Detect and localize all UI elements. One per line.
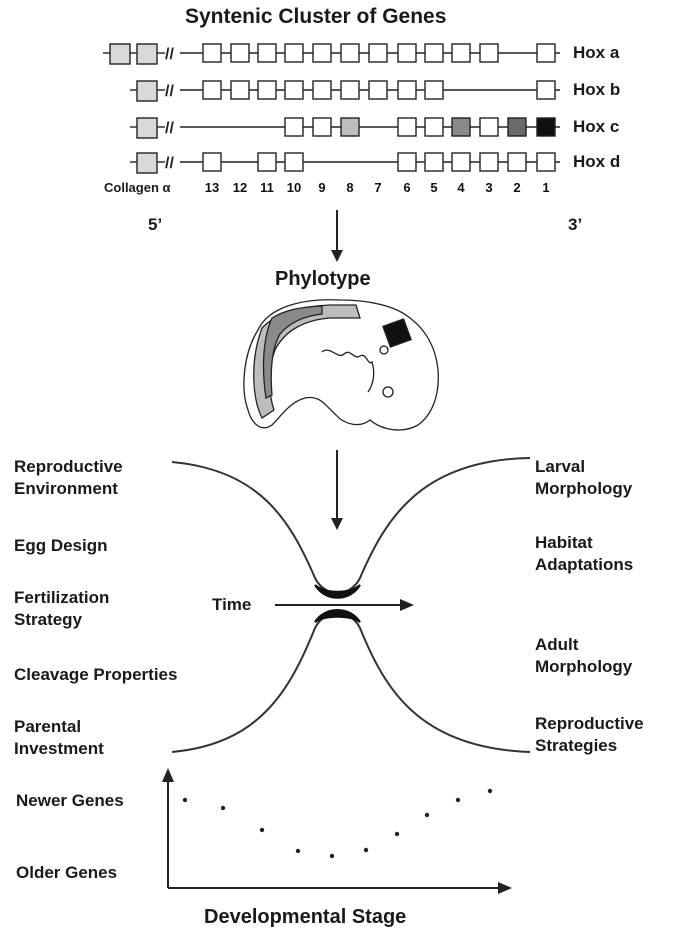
embryo-illustration — [244, 300, 438, 430]
phylotype-arrow — [331, 450, 343, 530]
hox-b-label: Hox b — [573, 79, 620, 101]
older-genes-label: Older Genes — [16, 862, 117, 884]
left-label-reproductive-environment: Reproductive Environment — [14, 456, 123, 500]
gene-number-13: 13 — [200, 180, 224, 195]
gene-number-1: 1 — [534, 180, 558, 195]
cluster-arrow — [331, 210, 343, 262]
five-prime-label: 5’ — [148, 214, 162, 236]
hox-d-row: // — [130, 153, 560, 173]
collagen-box — [110, 44, 130, 64]
gene-number-5: 5 — [422, 180, 446, 195]
gene-box-9 — [313, 44, 331, 62]
gene-number-11: 11 — [255, 180, 279, 195]
svg-text://: // — [165, 83, 174, 100]
gene-box-11 — [258, 44, 276, 62]
newer-genes-label: Newer Genes — [16, 790, 124, 812]
gene-box-10 — [285, 44, 303, 62]
gene-box-3 — [480, 44, 498, 62]
left-label-cleavage-properties: Cleavage Properties — [14, 664, 177, 686]
svg-text://: // — [165, 155, 174, 172]
gene-number-10: 10 — [282, 180, 306, 195]
time-arrow — [275, 599, 414, 611]
gene-box-12 — [231, 44, 249, 62]
collagen-box — [137, 153, 157, 173]
gene-number-7: 7 — [366, 180, 390, 195]
gene-box-5 — [425, 44, 443, 62]
left-label-fertilization-strategy: Fertilization Strategy — [14, 587, 109, 631]
gene-box-8 — [341, 44, 359, 62]
gene-box-13 — [203, 44, 221, 62]
hox-a-row: // — [103, 44, 560, 64]
phylotype-label: Phylotype — [275, 268, 371, 290]
right-label-habitat-adaptations: Habitat Adaptations — [535, 532, 633, 576]
left-label-parental-investment: Parental Investment — [14, 716, 104, 760]
right-label-larval-morphology: Larval Morphology — [535, 456, 632, 500]
hox-c-label: Hox c — [573, 116, 619, 138]
collagen-box — [137, 44, 157, 64]
gene-number-4: 4 — [449, 180, 473, 195]
gene-box-7 — [369, 44, 387, 62]
gene-age-axes — [162, 768, 512, 894]
gene-box-4 — [452, 44, 470, 62]
diagram-title: Syntenic Cluster of Genes — [185, 6, 446, 28]
svg-text://: // — [165, 46, 174, 63]
hox-a-label: Hox a — [573, 42, 619, 64]
gene-box-6 — [398, 44, 416, 62]
gene-box-1 — [537, 44, 555, 62]
gene-number-8: 8 — [338, 180, 362, 195]
collagen-box — [137, 81, 157, 101]
svg-text://: // — [165, 120, 174, 137]
gene-number-12: 12 — [228, 180, 252, 195]
hox-cluster: // // — [103, 44, 560, 173]
gene-number-3: 3 — [477, 180, 501, 195]
gene-number-9: 9 — [310, 180, 334, 195]
hox-b-row: // — [130, 81, 560, 101]
collagen-label: Collagen α — [104, 177, 171, 199]
right-label-reproductive-strategies: Reproductive Strategies — [535, 713, 644, 757]
three-prime-label: 3’ — [568, 214, 582, 236]
time-label: Time — [212, 594, 251, 616]
left-label-egg-design: Egg Design — [14, 535, 108, 557]
gene-age-dots — [183, 789, 492, 858]
hox-c-row: // — [130, 118, 560, 138]
x-axis-label: Developmental Stage — [204, 906, 406, 928]
collagen-box — [137, 118, 157, 138]
gene-number-6: 6 — [395, 180, 419, 195]
hox-d-label: Hox d — [573, 151, 620, 173]
right-label-adult-morphology: Adult Morphology — [535, 634, 632, 678]
gene-number-2: 2 — [505, 180, 529, 195]
